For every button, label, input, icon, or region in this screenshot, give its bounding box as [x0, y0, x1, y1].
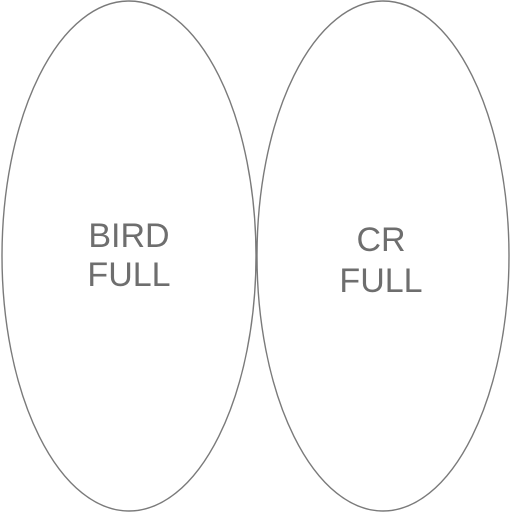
right-label-line2: FULL: [339, 262, 422, 300]
left-label-line1: BIRD: [88, 217, 169, 255]
left-label-line2: FULL: [87, 256, 170, 294]
right-ellipse: [256, 0, 510, 512]
right-label-line1: CR: [356, 221, 405, 259]
left-ellipse: [1, 0, 257, 512]
